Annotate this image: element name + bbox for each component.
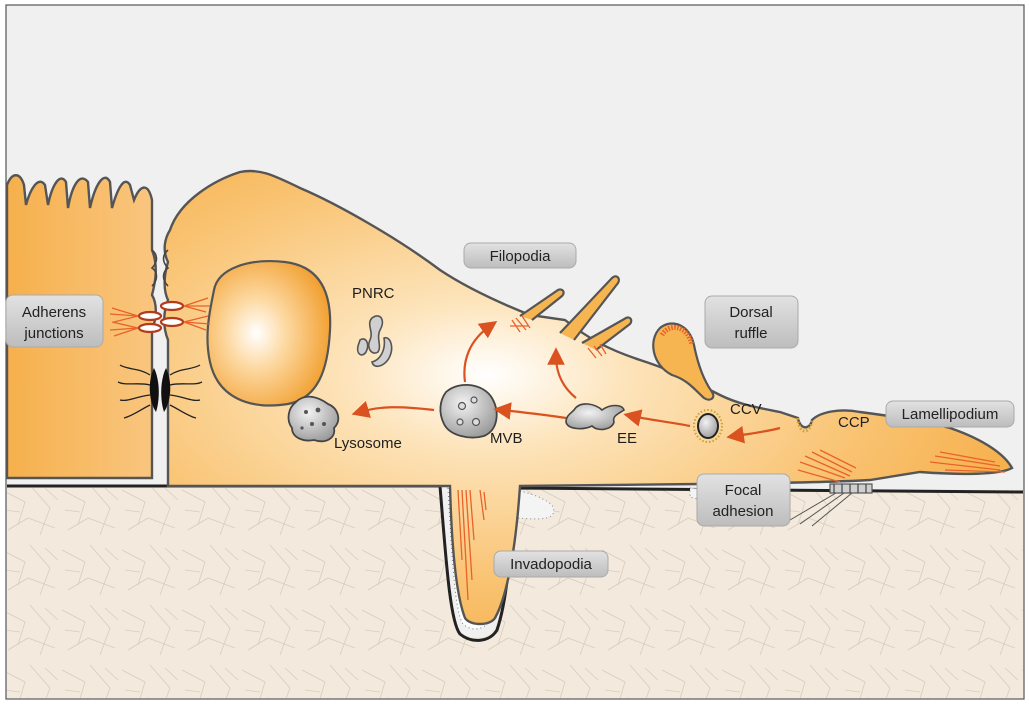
label-box-focal-adhesion: Focal adhesion	[697, 474, 790, 526]
label-box-dorsal-ruffle: Dorsal ruffle	[705, 296, 798, 348]
label-adherens-line1: Adherens	[22, 304, 86, 321]
label-box-filopodia: Filopodia	[464, 243, 576, 268]
label-mvb: MVB	[490, 430, 523, 447]
label-filopodia: Filopodia	[490, 248, 552, 265]
label-lamellipodium: Lamellipodium	[902, 406, 999, 423]
label-box-adherens-junctions: Adherens junctions	[6, 295, 103, 347]
label-ee: EE	[617, 430, 637, 447]
label-dorsal-line2: ruffle	[734, 325, 767, 342]
label-box-lamellipodium: Lamellipodium	[886, 401, 1014, 427]
nucleus	[207, 261, 330, 405]
label-focal-line1: Focal	[725, 482, 762, 499]
label-adherens-line2: junctions	[23, 325, 83, 342]
label-ccv: CCV	[730, 401, 762, 418]
label-pnrc: PNRC	[352, 285, 395, 302]
label-focal-line2: adhesion	[713, 503, 774, 520]
label-ccp: CCP	[838, 414, 870, 431]
label-dorsal-line1: Dorsal	[729, 304, 772, 321]
label-lysosome: Lysosome	[334, 435, 402, 452]
label-invadopodia: Invadopodia	[510, 556, 592, 573]
mvb	[440, 385, 496, 438]
label-box-invadopodia: Invadopodia	[494, 551, 608, 577]
